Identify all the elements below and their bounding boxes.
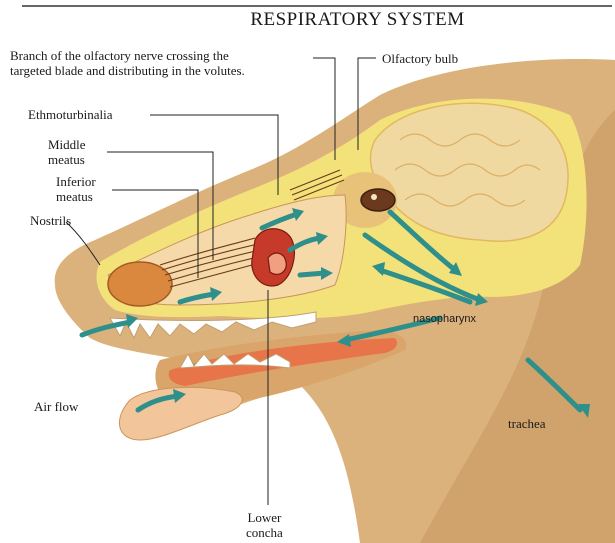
label-olfactory-nerve-line1: Branch of the olfactory nerve crossing t… bbox=[10, 48, 245, 63]
label-lower-concha-line2: concha bbox=[246, 525, 283, 540]
label-lower-concha: Lower concha bbox=[246, 510, 283, 540]
label-nostrils: Nostrils bbox=[30, 213, 71, 228]
label-trachea: trachea bbox=[508, 416, 546, 431]
label-lower-concha-line1: Lower bbox=[246, 510, 283, 525]
label-nasopharynx: nasopharynx bbox=[413, 312, 476, 327]
nostril-pad bbox=[108, 262, 172, 306]
label-inferior-meatus: Inferior meatus bbox=[56, 174, 96, 204]
label-air-flow: Air flow bbox=[34, 399, 78, 414]
label-olfactory-nerve-line2: targeted blade and distributing in the v… bbox=[10, 63, 245, 78]
label-ethmoturbinalia: Ethmoturbinalia bbox=[28, 107, 112, 122]
label-middle-meatus-line1: Middle bbox=[48, 137, 86, 152]
label-middle-meatus-line2: meatus bbox=[48, 152, 86, 167]
label-inferior-meatus-line1: Inferior bbox=[56, 174, 96, 189]
label-inferior-meatus-line2: meatus bbox=[56, 189, 96, 204]
label-olfactory-bulb: Olfactory bulb bbox=[382, 51, 458, 66]
label-olfactory-nerve: Branch of the olfactory nerve crossing t… bbox=[10, 48, 245, 78]
eye bbox=[361, 189, 395, 211]
eye-highlight bbox=[371, 194, 377, 200]
page-title: RESPIRATORY SYSTEM bbox=[0, 9, 615, 31]
label-middle-meatus: Middle meatus bbox=[48, 137, 86, 167]
